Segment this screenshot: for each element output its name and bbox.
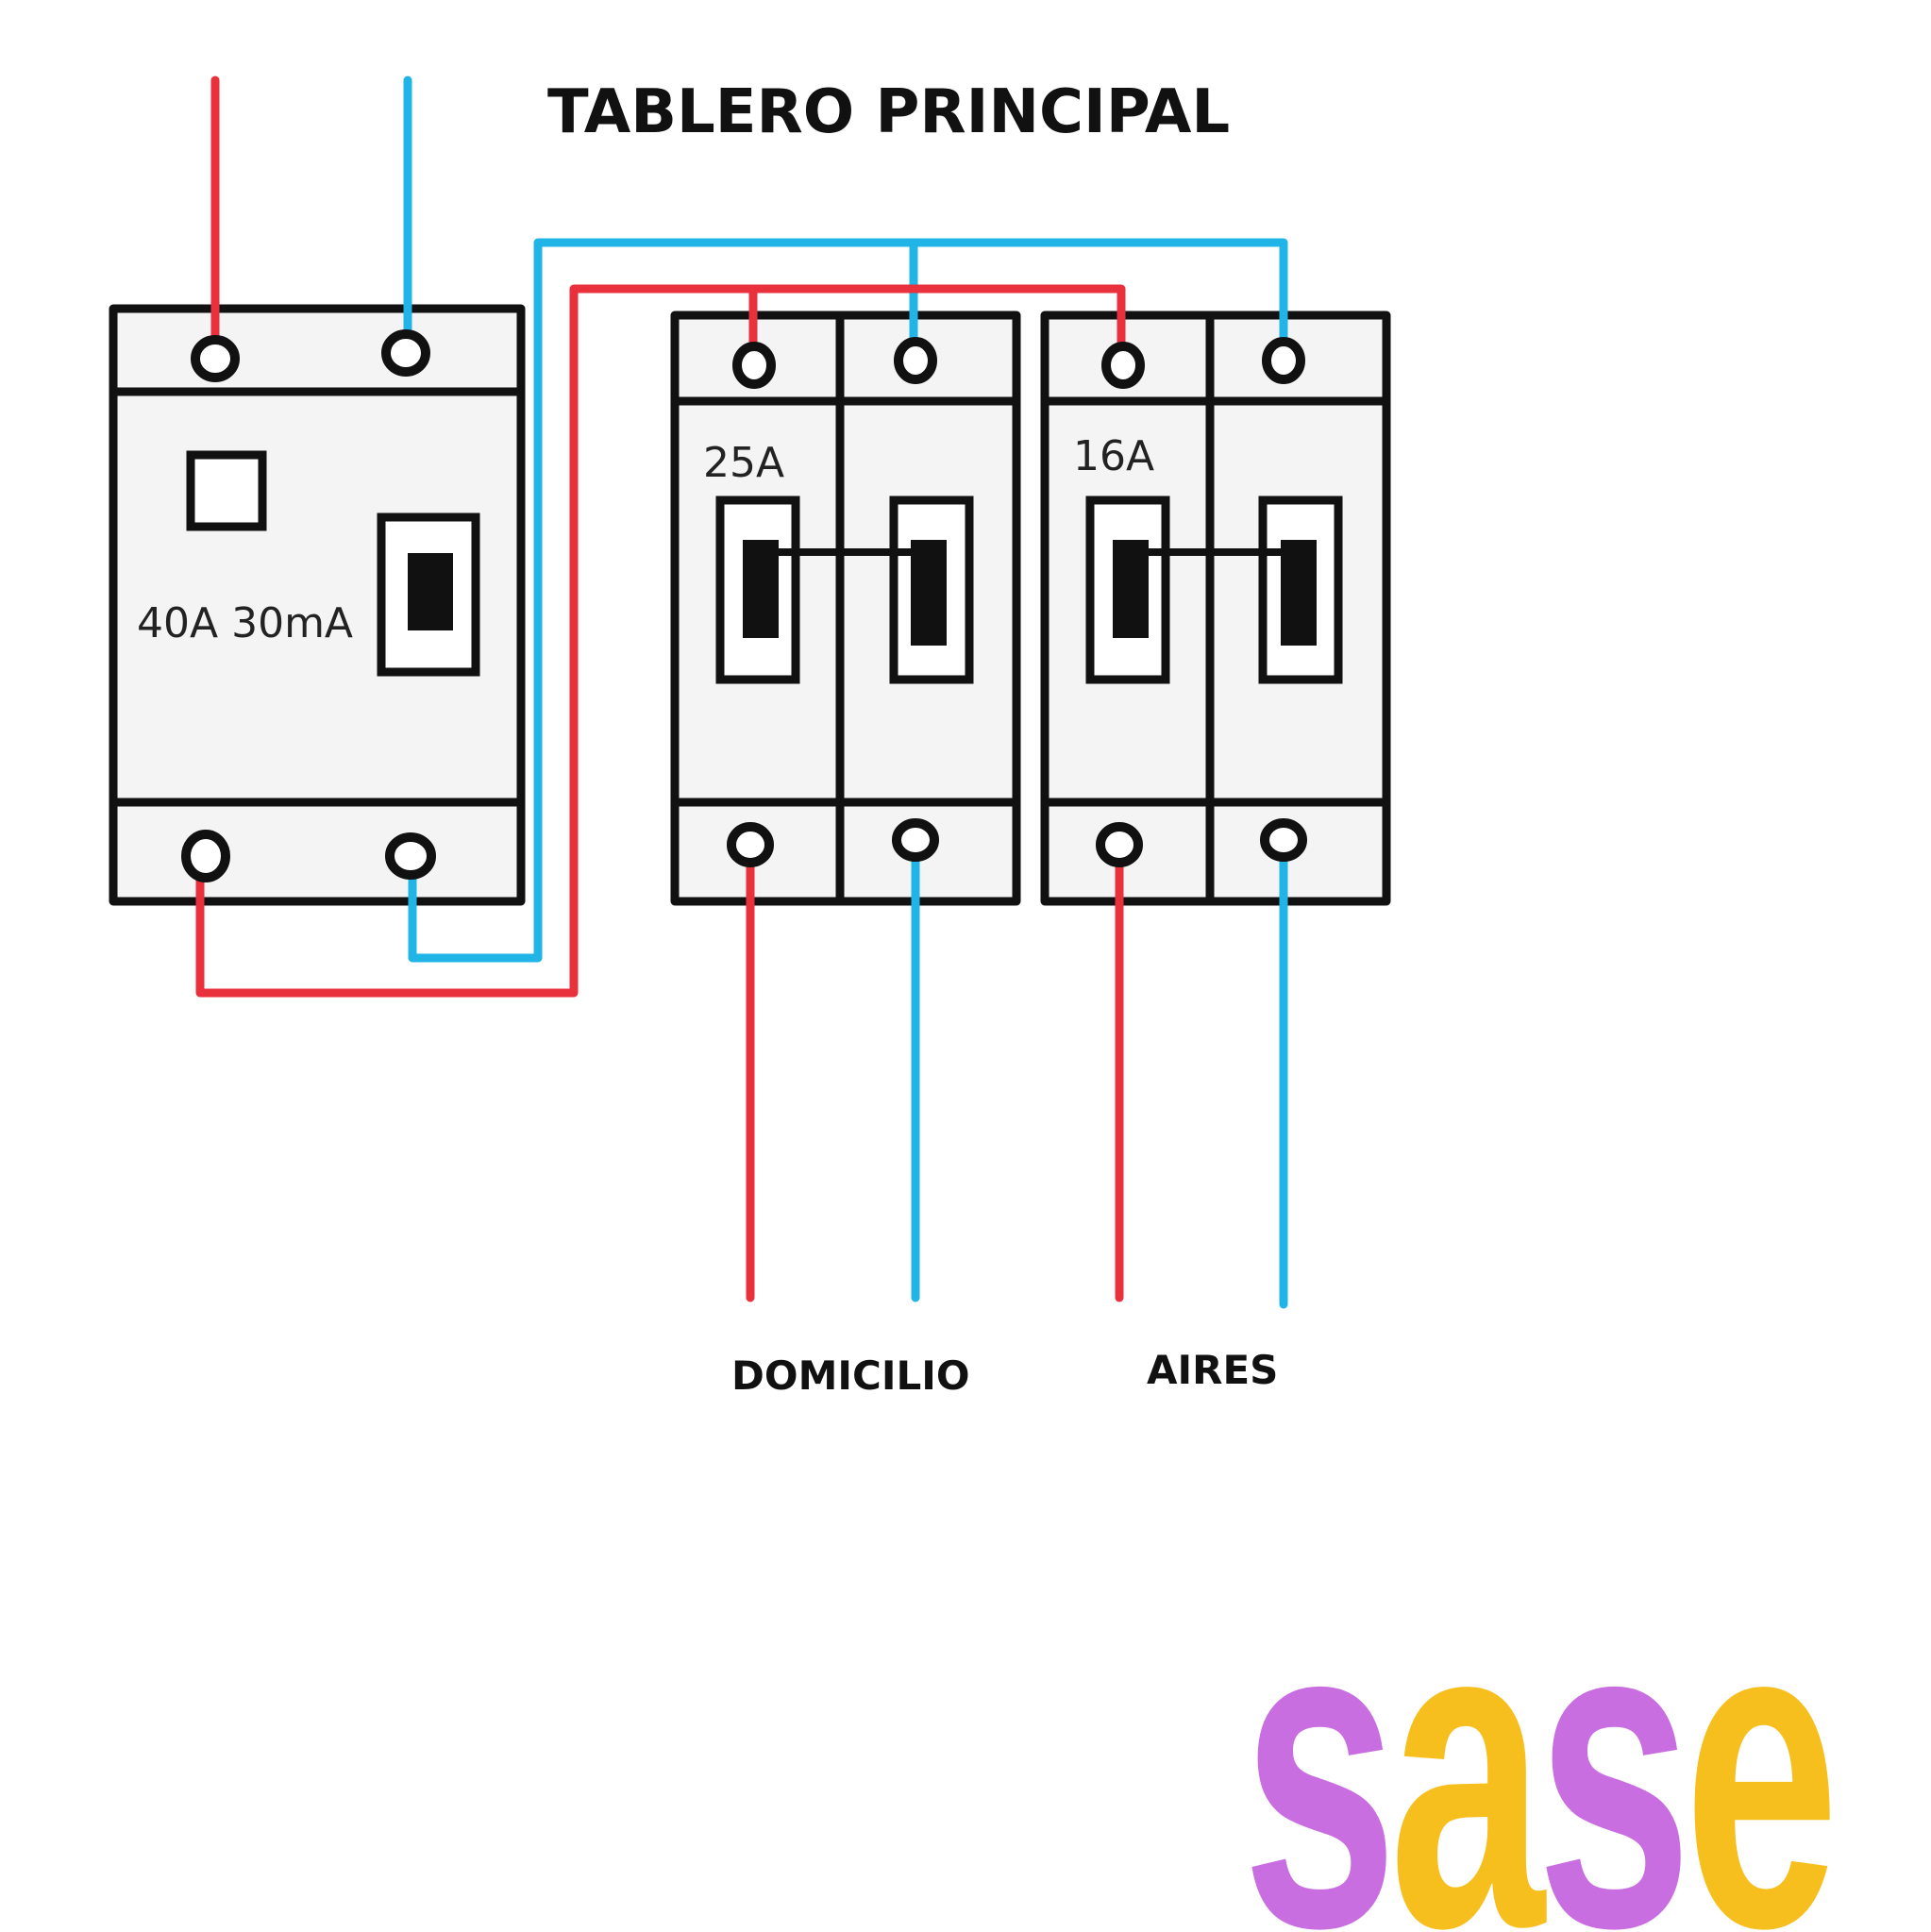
breaker-25a-terminal-out-neutral [892, 818, 939, 862]
breaker-25a-terminal-out-phase [727, 822, 774, 867]
svg-text:sase: sase [1242, 1524, 1832, 1932]
breaker-25a-terminal-in-neutral [894, 337, 937, 384]
breaker-25a-rating-label: 25A [703, 439, 784, 487]
breaker-16a-terminal-out-phase [1096, 822, 1143, 867]
rcd-device: 40A 30mA [109, 304, 526, 906]
logo-letter: s [1536, 1524, 1684, 1932]
rcd-terminal-out-phase [181, 830, 230, 882]
rcd-terminal-in-neutral [381, 329, 430, 377]
breaker-16a-terminal-in-phase [1101, 342, 1145, 389]
logo-letter: a [1389, 1524, 1547, 1932]
rcd-phase-out-wire [195, 284, 1126, 998]
domicilio-label: DOMICILIO [731, 1352, 970, 1399]
rcd-test-button [186, 450, 267, 531]
breaker-16a: 16A [1040, 311, 1391, 906]
rcd-lever [408, 553, 453, 630]
logo-letter: e [1684, 1524, 1832, 1932]
breaker-16a-rating-label: 16A [1073, 432, 1154, 480]
breaker-25a: 25A [670, 311, 1021, 906]
breaker-16a-terminal-in-neutral [1262, 337, 1305, 384]
logo-letter: s [1242, 1524, 1389, 1932]
rcd-rating-label: 40A 30mA [137, 599, 353, 647]
diagram-title: TABLERO PRINCIPAL [547, 77, 1230, 147]
sase-logo: sase [1242, 1524, 1848, 1932]
rcd-neutral-out-wire [408, 238, 1288, 963]
breaker-16a-terminal-out-neutral [1260, 818, 1307, 862]
wiring [195, 76, 1288, 1309]
breaker-25a-lever-right [889, 496, 974, 684]
aires-label: AIRES [1147, 1347, 1278, 1393]
terminals [181, 329, 1307, 882]
breaker-25a-terminal-in-phase [732, 342, 776, 389]
rcd-terminal-in-phase [191, 335, 240, 382]
rcd-terminal-out-neutral [385, 832, 436, 880]
